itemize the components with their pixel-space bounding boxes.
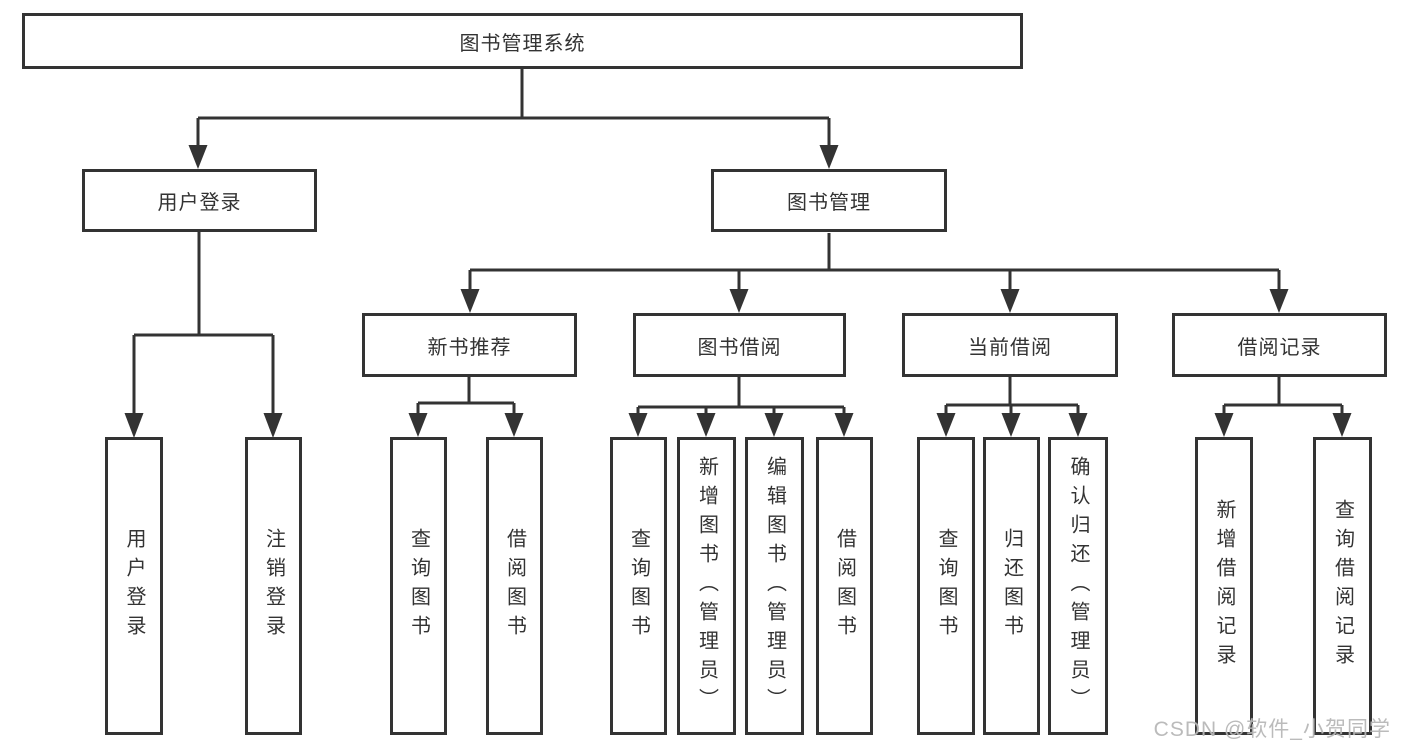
node-root-label: 图书管理系统	[459, 32, 586, 55]
leaf-query-borrow-record-label: 查询借阅记录	[1331, 499, 1354, 673]
leaf-borrow-books-recommend-label: 借阅图书	[503, 528, 526, 644]
node-user-login-label: 用户登录	[157, 192, 242, 214]
leaf-confirm-return-admin: 确认归还（管理员）	[1048, 437, 1108, 735]
node-book-management: 图书管理	[711, 169, 947, 232]
leaf-logout-label: 注销登录	[262, 528, 285, 644]
leaf-return-books-label: 归还图书	[1000, 528, 1023, 644]
leaf-add-borrow-record: 新增借阅记录	[1195, 437, 1253, 735]
leaf-borrow-books-label: 借阅图书	[833, 528, 856, 644]
leaf-add-books-admin: 新增图书（管理员）	[677, 437, 736, 735]
node-new-book-recommend-label: 新书推荐	[427, 336, 512, 359]
csdn-watermark: CSDN @软件_小贺同学	[1153, 718, 1391, 741]
leaf-query-books-borrow: 查询图书	[610, 437, 667, 735]
node-current-borrow: 当前借阅	[902, 313, 1118, 377]
node-new-book-recommend: 新书推荐	[362, 313, 577, 377]
node-user-login: 用户登录	[82, 169, 317, 232]
leaf-user-login: 用户登录	[105, 437, 163, 735]
leaf-edit-books-admin: 编辑图书（管理员）	[745, 437, 804, 735]
leaf-borrow-books: 借阅图书	[816, 437, 873, 735]
arrowheads	[124, 145, 1352, 438]
node-borrow-records-label: 借阅记录	[1237, 336, 1322, 359]
leaf-logout: 注销登录	[245, 437, 302, 735]
node-root-system: 图书管理系统	[22, 13, 1023, 69]
leaf-add-borrow-record-label: 新增借阅记录	[1213, 499, 1235, 673]
node-book-borrow-label: 图书借阅	[697, 336, 782, 359]
node-current-borrow-label: 当前借阅	[968, 336, 1052, 359]
node-book-management-label: 图书管理	[787, 192, 871, 214]
leaf-query-books-borrow-label: 查询图书	[627, 528, 650, 644]
leaf-query-books-current-label: 查询图书	[935, 528, 957, 644]
leaf-query-borrow-record: 查询借阅记录	[1313, 437, 1372, 735]
leaf-edit-books-admin-label: 编辑图书（管理员）	[763, 455, 786, 717]
node-book-borrow: 图书借阅	[633, 313, 846, 377]
leaf-confirm-return-admin-label: 确认归还（管理员）	[1067, 455, 1089, 717]
leaf-borrow-books-recommend: 借阅图书	[486, 437, 543, 735]
leaf-user-login-label: 用户登录	[123, 528, 145, 644]
leaf-return-books: 归还图书	[983, 437, 1040, 735]
leaf-query-books-current: 查询图书	[917, 437, 975, 735]
connector-stems	[132, 69, 1344, 417]
leaf-query-books-recommend: 查询图书	[390, 437, 447, 735]
node-borrow-records: 借阅记录	[1172, 313, 1387, 377]
leaf-query-books-recommend-label: 查询图书	[407, 528, 430, 644]
leaf-add-books-admin-label: 新增图书（管理员）	[695, 455, 718, 717]
